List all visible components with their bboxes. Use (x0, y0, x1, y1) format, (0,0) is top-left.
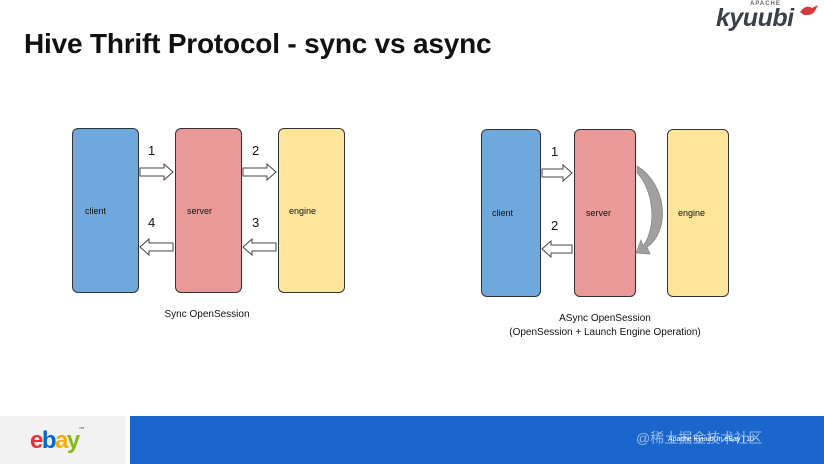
async-step-2: 2 (551, 218, 559, 233)
async-client-label: client (492, 208, 514, 218)
sync-client-box: client (72, 128, 139, 293)
async-arrow-2 (541, 239, 573, 259)
ebay-logo: ebay™ (30, 427, 85, 455)
ebay-logo-a: a (55, 427, 68, 454)
ebay-logo-y: y (66, 427, 80, 454)
async-caption-line2: (OpenSession + Launch Engine Operation) (509, 327, 701, 338)
kyuubi-logo: APACHE kyuubi (714, 0, 820, 34)
async-step-1: 1 (551, 144, 559, 159)
async-client-box: client (481, 129, 541, 297)
sync-caption: Sync OpenSession (164, 309, 250, 320)
footer-bar (130, 416, 824, 464)
async-caption-line1: ASync OpenSession (559, 313, 651, 324)
watermark: @稀土掘金技术社区 (636, 430, 763, 446)
sync-arrow-4 (139, 237, 174, 257)
async-engine-label: engine (678, 208, 706, 218)
ebay-logo-b: b (41, 427, 57, 454)
async-curved-arrow (635, 165, 663, 255)
footer-text: Apache Kyuubi in eBay | 10 (668, 436, 754, 443)
async-caption: ASync OpenSession (OpenSession + Launch … (470, 312, 740, 340)
sync-step-3: 3 (252, 215, 260, 230)
sync-arrow-2 (242, 162, 277, 182)
logo-name: kyuubi (716, 4, 794, 32)
page-title: Hive Thrift Protocol - sync vs async (24, 28, 492, 59)
async-server-label: server (586, 208, 612, 218)
ebay-logo-e: e (30, 427, 43, 454)
async-engine-box: engine (667, 129, 729, 297)
sync-step-4: 4 (148, 215, 156, 230)
bird-icon (800, 5, 818, 16)
logo-apache-text: APACHE (750, 1, 781, 7)
sync-step-2: 2 (252, 143, 260, 158)
sync-client-label: client (85, 205, 107, 216)
ebay-logo-tm: ™ (78, 427, 85, 433)
sync-engine-box: engine (278, 128, 345, 293)
sync-arrow-1 (139, 162, 174, 182)
sync-arrow-3 (242, 237, 277, 257)
sync-server-box: server (175, 128, 242, 293)
sync-engine-label: engine (289, 205, 317, 216)
sync-server-label: server (187, 205, 213, 216)
sync-step-1: 1 (148, 143, 156, 158)
footer-left-panel (0, 416, 126, 464)
async-server-box: server (574, 129, 636, 297)
async-arrow-1 (541, 163, 573, 183)
